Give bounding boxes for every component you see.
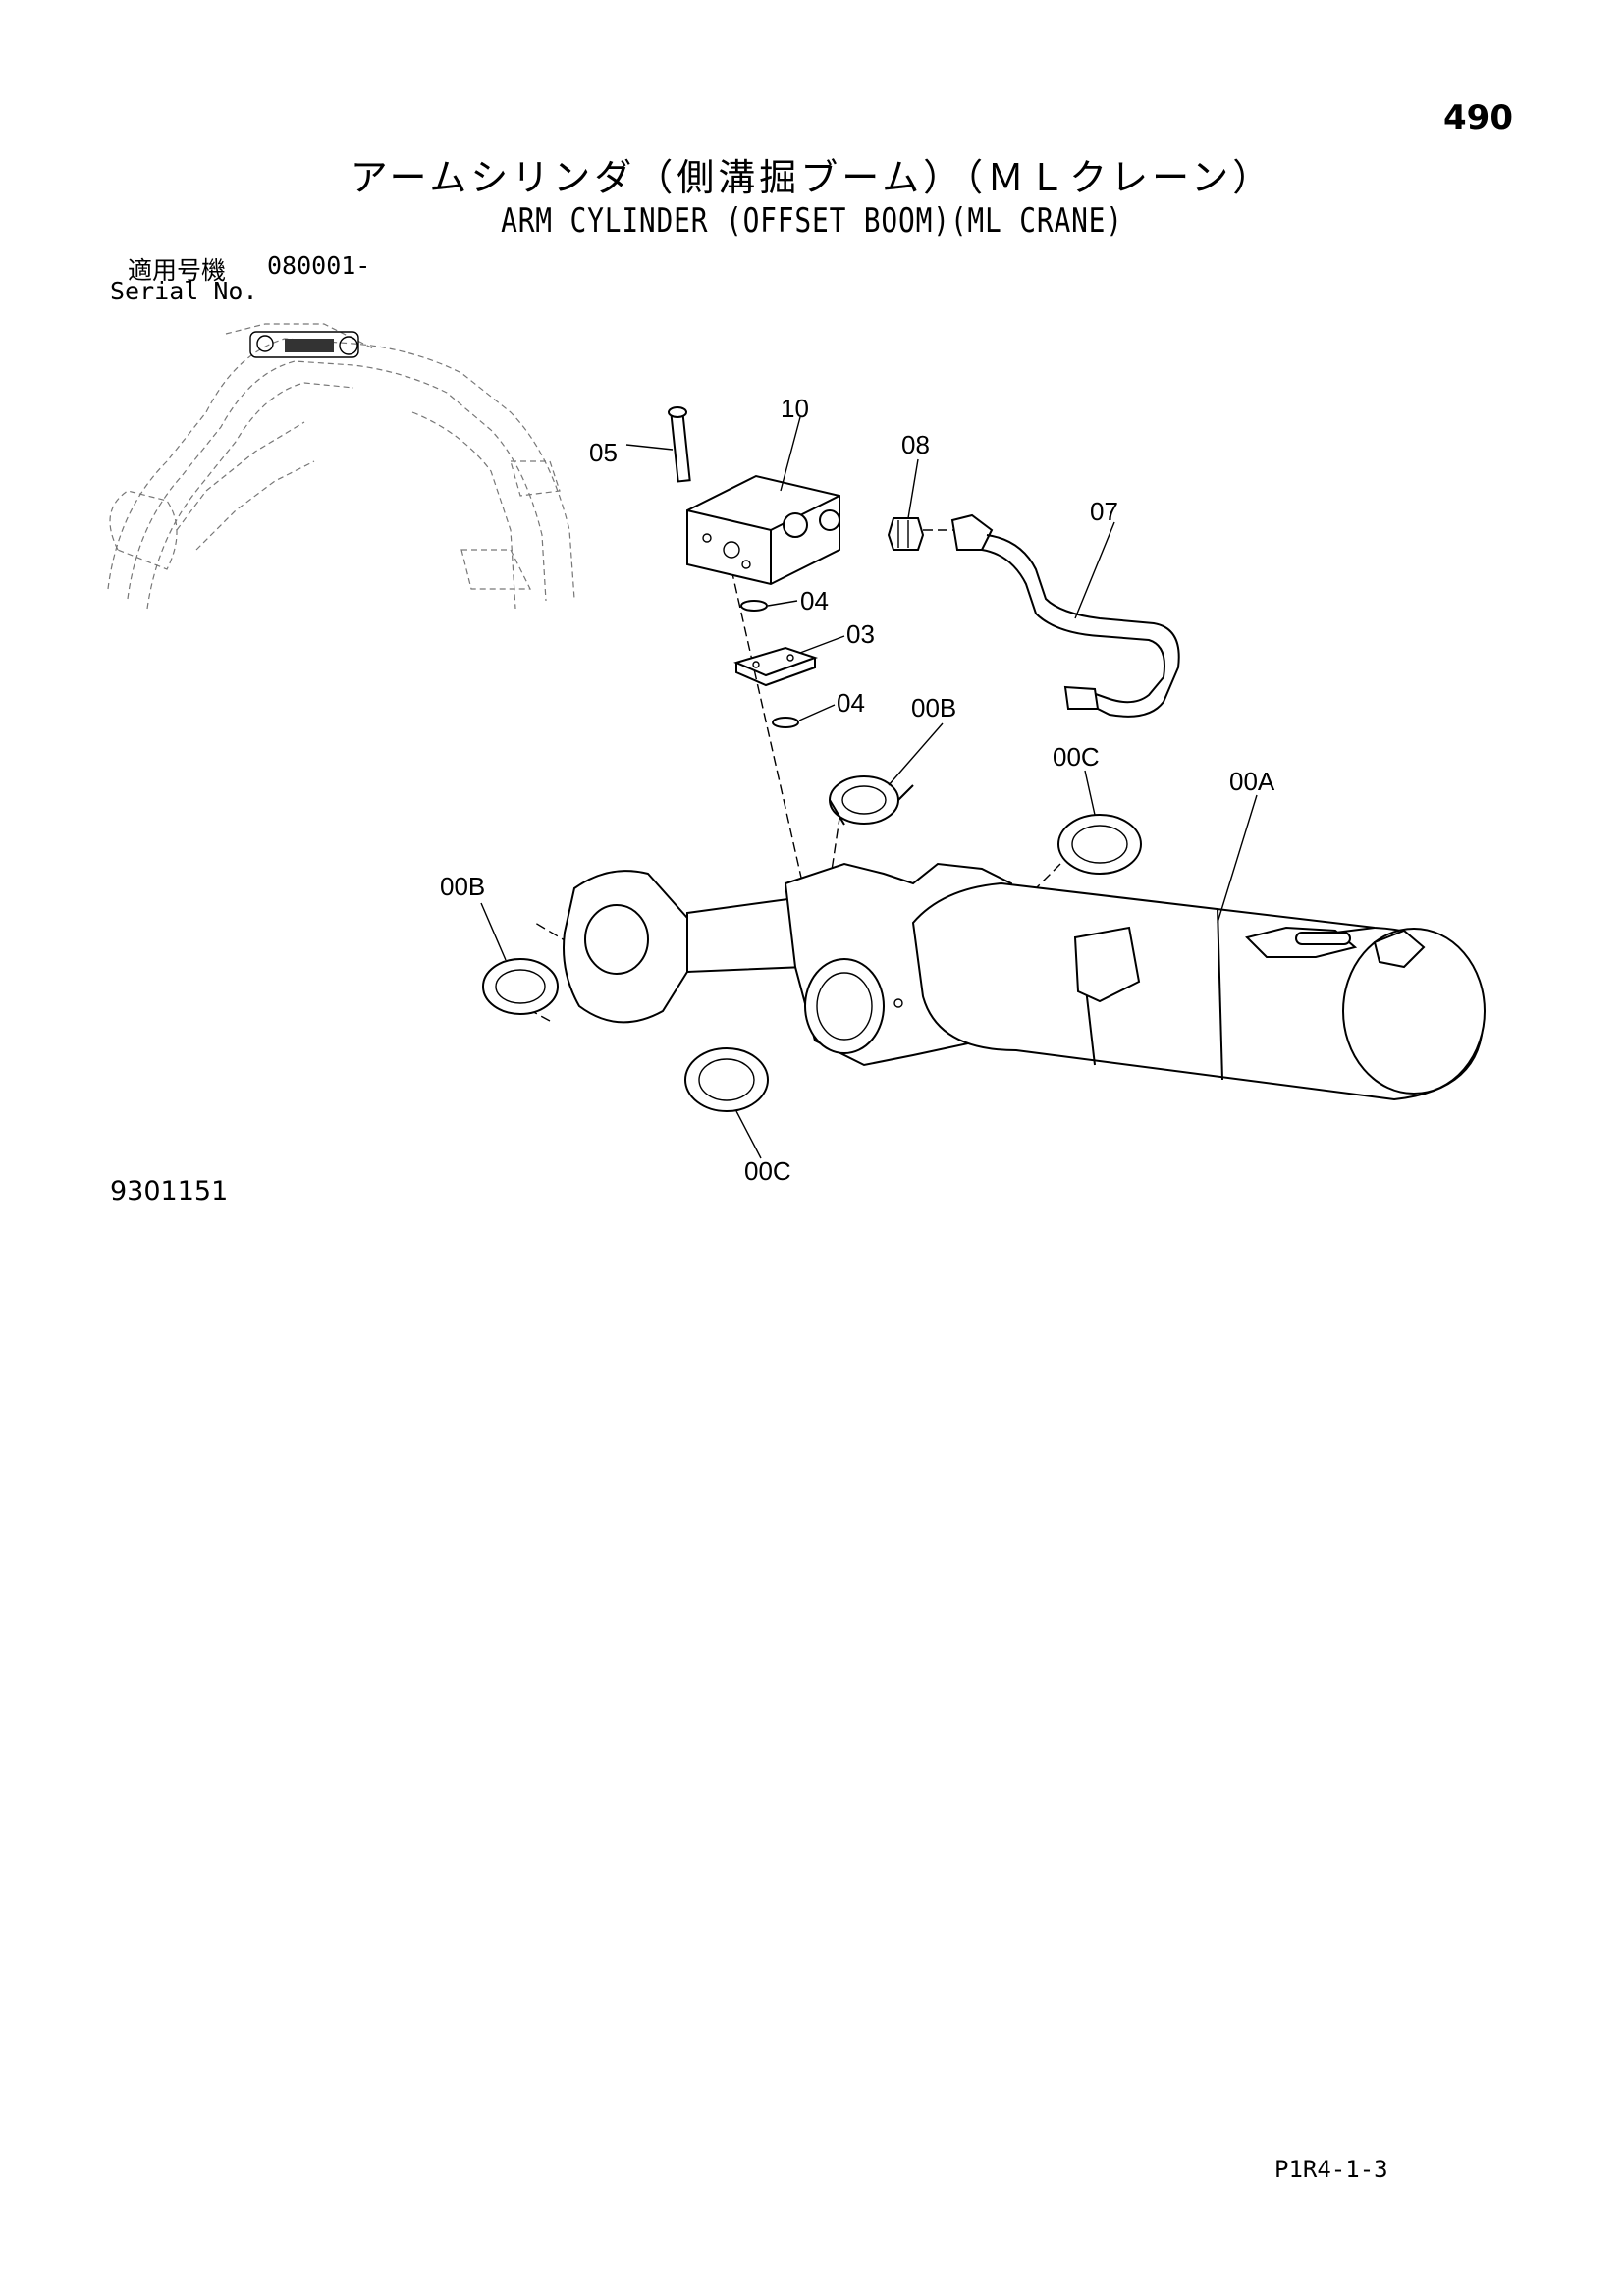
bushing-00b-left bbox=[482, 958, 559, 1015]
callout-00c-bottom: 00C bbox=[744, 1156, 791, 1186]
pipe-07 bbox=[950, 513, 1180, 718]
callout-08: 08 bbox=[901, 430, 930, 459]
block-10 bbox=[686, 474, 840, 586]
title-japanese: アームシリンダ（側溝掘ブーム）（ＭＬクレーン） bbox=[350, 156, 1274, 199]
callout-07: 07 bbox=[1090, 497, 1118, 526]
bushing-00b-upper bbox=[829, 775, 914, 826]
cylinder-tube bbox=[911, 881, 1486, 1101]
fitting-08 bbox=[887, 517, 925, 551]
page-reference: P1R4-1-3 bbox=[1274, 2156, 1388, 2183]
callout-10: 10 bbox=[781, 394, 809, 423]
serial-code: 080001- bbox=[267, 251, 371, 280]
excavator-overview-icon bbox=[107, 323, 575, 610]
rod-eye bbox=[563, 870, 728, 1024]
leader-lines bbox=[480, 416, 1258, 1159]
callout-00b-left: 00B bbox=[440, 872, 485, 901]
o-ring-04-upper bbox=[740, 600, 768, 612]
serial-label-japanese: 適用号機 bbox=[128, 256, 227, 285]
callout-03: 03 bbox=[846, 619, 875, 649]
serial-label-english: Serial No. bbox=[110, 277, 258, 305]
title-english: ARM CYLINDER (OFFSET BOOM)(ML CRANE) bbox=[501, 201, 1123, 240]
callout-04-lower: 04 bbox=[837, 688, 865, 718]
bushing-00c-bottom bbox=[684, 1047, 769, 1112]
bushing-00c-upper bbox=[1057, 814, 1142, 875]
page-number: 490 bbox=[1443, 98, 1513, 137]
arm-cylinder-exploded-icon bbox=[482, 406, 1486, 1112]
callout-00c-top: 00C bbox=[1053, 742, 1100, 772]
callout-00a: 00A bbox=[1229, 767, 1275, 796]
o-ring-04-lower bbox=[772, 717, 799, 728]
bolt-05 bbox=[668, 406, 691, 483]
callout-05: 05 bbox=[589, 438, 618, 467]
figure-number: 9301151 bbox=[110, 1176, 229, 1206]
callout-00b-top: 00B bbox=[911, 693, 956, 722]
plate-03 bbox=[733, 646, 819, 687]
piston-rod bbox=[686, 896, 807, 974]
callout-04-upper: 04 bbox=[800, 586, 829, 615]
